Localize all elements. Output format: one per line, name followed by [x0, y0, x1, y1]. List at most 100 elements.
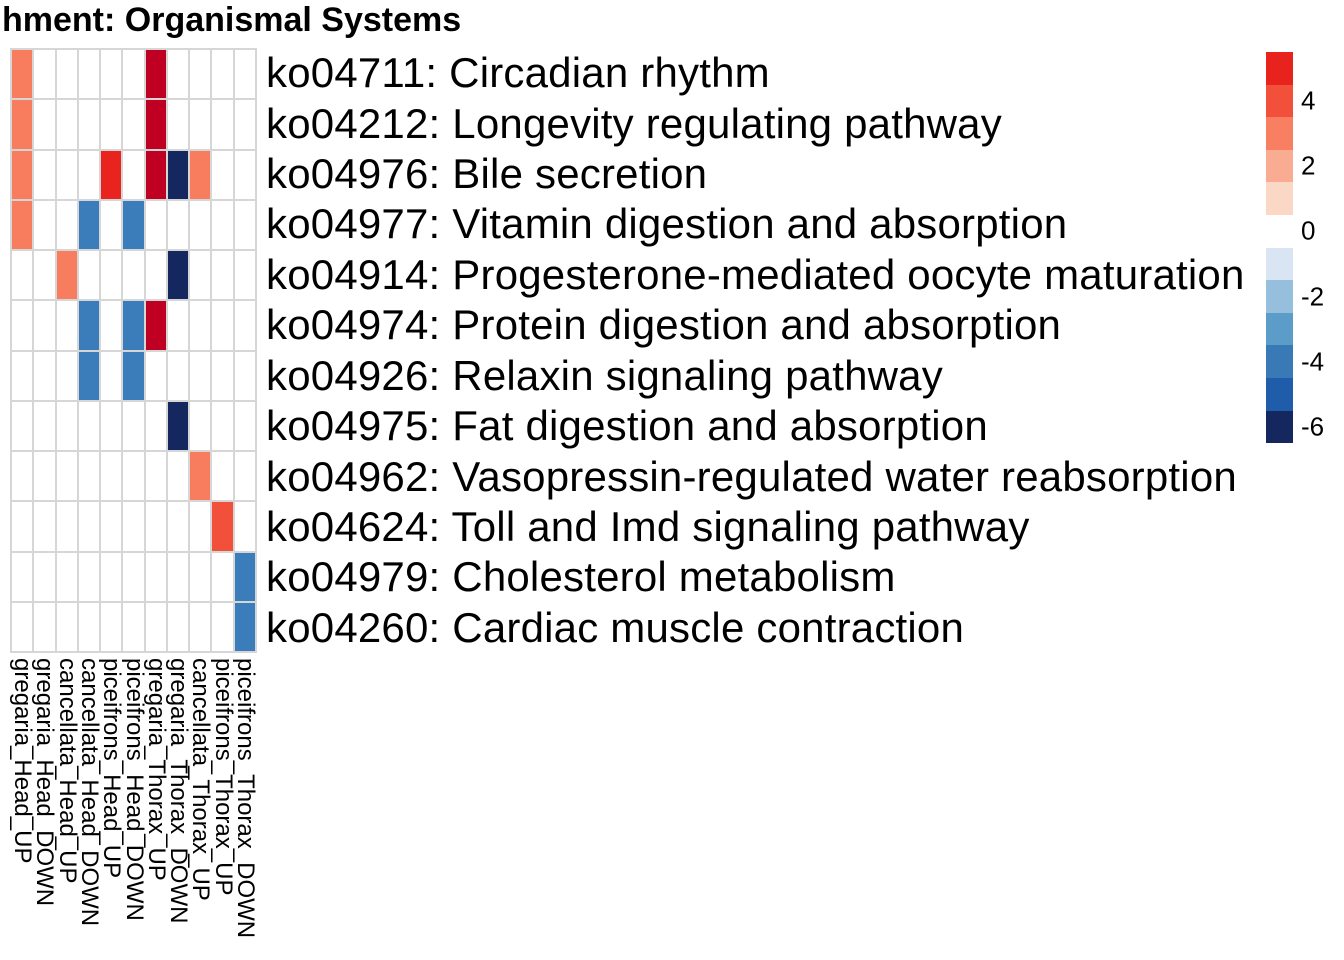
heatmap-cell — [234, 552, 255, 601]
heatmap-cell — [212, 401, 233, 450]
heatmap-cell — [123, 251, 144, 300]
heatmap-cell — [167, 100, 189, 149]
row-label: ko04260: Cardiac muscle contraction — [266, 603, 965, 651]
heatmap-cell — [145, 251, 166, 300]
heatmap-cell — [123, 301, 144, 350]
row-label: ko04976: Bile secretion — [266, 150, 708, 198]
heatmap-cell — [123, 401, 144, 450]
row-label: ko04977: Vitamin digestion and absorptio… — [266, 200, 1068, 248]
heatmap-cell — [167, 602, 189, 651]
heatmap-cell — [101, 150, 122, 199]
heatmap-cell — [145, 351, 166, 400]
heatmap-cell — [234, 452, 255, 501]
heatmap-cell — [190, 100, 211, 149]
heatmap-cell — [190, 200, 211, 249]
column-label: piceifrons_Head_DOWN — [120, 658, 148, 921]
heatmap-cell — [101, 100, 122, 149]
row-label: ko04212: Longevity regulating pathway — [266, 99, 1002, 147]
heatmap-cell — [12, 351, 33, 400]
heatmap-cell — [101, 200, 122, 249]
heatmap-cell — [12, 200, 33, 249]
heatmap-cell — [56, 602, 77, 651]
heatmap-cell — [190, 301, 211, 350]
heatmap-cell — [190, 50, 211, 99]
heatmap-cell — [34, 200, 55, 249]
heatmap-cell — [145, 200, 166, 249]
heatmap-cell — [123, 50, 144, 99]
heatmap-cell — [212, 502, 233, 551]
heatmap-cell — [123, 100, 144, 149]
heatmap-cell — [12, 50, 33, 99]
heatmap-cell — [123, 150, 144, 199]
heatmap-cell — [101, 502, 122, 551]
heatmap-cell — [212, 150, 233, 199]
heatmap-cell — [56, 200, 77, 249]
heatmap-cell — [190, 251, 211, 300]
legend-color-block — [1266, 182, 1293, 215]
heatmap-cell — [56, 351, 77, 400]
heatmap-cell — [145, 602, 166, 651]
heatmap-cell — [78, 200, 100, 249]
heatmap-cell — [56, 552, 77, 601]
heatmap-cell — [34, 100, 55, 149]
heatmap-cell — [12, 502, 33, 551]
row-label: ko04914: Progesterone-mediated oocyte ma… — [266, 250, 1245, 298]
heatmap-grid — [10, 48, 257, 653]
heatmap-cell — [78, 602, 100, 651]
heatmap-cell — [101, 301, 122, 350]
heatmap-cell — [190, 552, 211, 601]
heatmap-cell — [34, 50, 55, 99]
column-label: piceifrons_Thorax_DOWN — [231, 658, 259, 939]
legend-color-block — [1266, 377, 1293, 411]
heatmap-cell — [145, 502, 166, 551]
heatmap-cell — [101, 351, 122, 400]
heatmap-cell — [190, 401, 211, 450]
heatmap-cell — [212, 452, 233, 501]
heatmap-cell — [167, 351, 189, 400]
heatmap-cell — [78, 452, 100, 501]
heatmap-cell — [212, 351, 233, 400]
heatmap-cell — [145, 100, 166, 149]
heatmap-cell — [145, 301, 166, 350]
heatmap-cell — [56, 150, 77, 199]
heatmap-cell — [234, 502, 255, 551]
column-label: piceifrons_Thorax_UP — [209, 658, 237, 896]
heatmap-cell — [167, 50, 189, 99]
heatmap-cell — [190, 452, 211, 501]
heatmap-cell — [234, 602, 255, 651]
heatmap-cell — [212, 301, 233, 350]
heatmap-cell — [190, 602, 211, 651]
legend-color-block — [1266, 52, 1293, 85]
heatmap-cell — [167, 301, 189, 350]
heatmap-cell — [123, 552, 144, 601]
heatmap-cell — [190, 351, 211, 400]
row-label: ko04979: Cholesterol metabolism — [266, 553, 896, 601]
heatmap-cell — [145, 150, 166, 199]
heatmap-cell — [123, 602, 144, 651]
heatmap-cell — [78, 401, 100, 450]
heatmap-cell — [12, 301, 33, 350]
legend-color-block — [1266, 280, 1293, 313]
heatmap-cell — [78, 301, 100, 350]
heatmap-cell — [167, 200, 189, 249]
heatmap-cell — [101, 452, 122, 501]
heatmap-cell — [212, 100, 233, 149]
column-label: gregaria_Head_DOWN — [31, 658, 59, 907]
heatmap-cell — [78, 50, 100, 99]
heatmap-cell — [56, 251, 77, 300]
row-label: ko04974: Protein digestion and absorptio… — [266, 301, 1062, 349]
heatmap-cell — [34, 351, 55, 400]
heatmap-cell — [34, 401, 55, 450]
legend-color-block — [1266, 345, 1293, 378]
heatmap-cell — [34, 602, 55, 651]
heatmap-cell — [34, 502, 55, 551]
heatmap-cell — [101, 50, 122, 99]
row-label: ko04711: Circadian rhythm — [266, 49, 770, 97]
heatmap-cell — [234, 401, 255, 450]
heatmap-cell — [101, 251, 122, 300]
column-label: cancellata_Thorax_UP — [187, 658, 215, 901]
heatmap-cell — [145, 401, 166, 450]
legend-color-block — [1266, 214, 1293, 248]
heatmap-cell — [78, 502, 100, 551]
